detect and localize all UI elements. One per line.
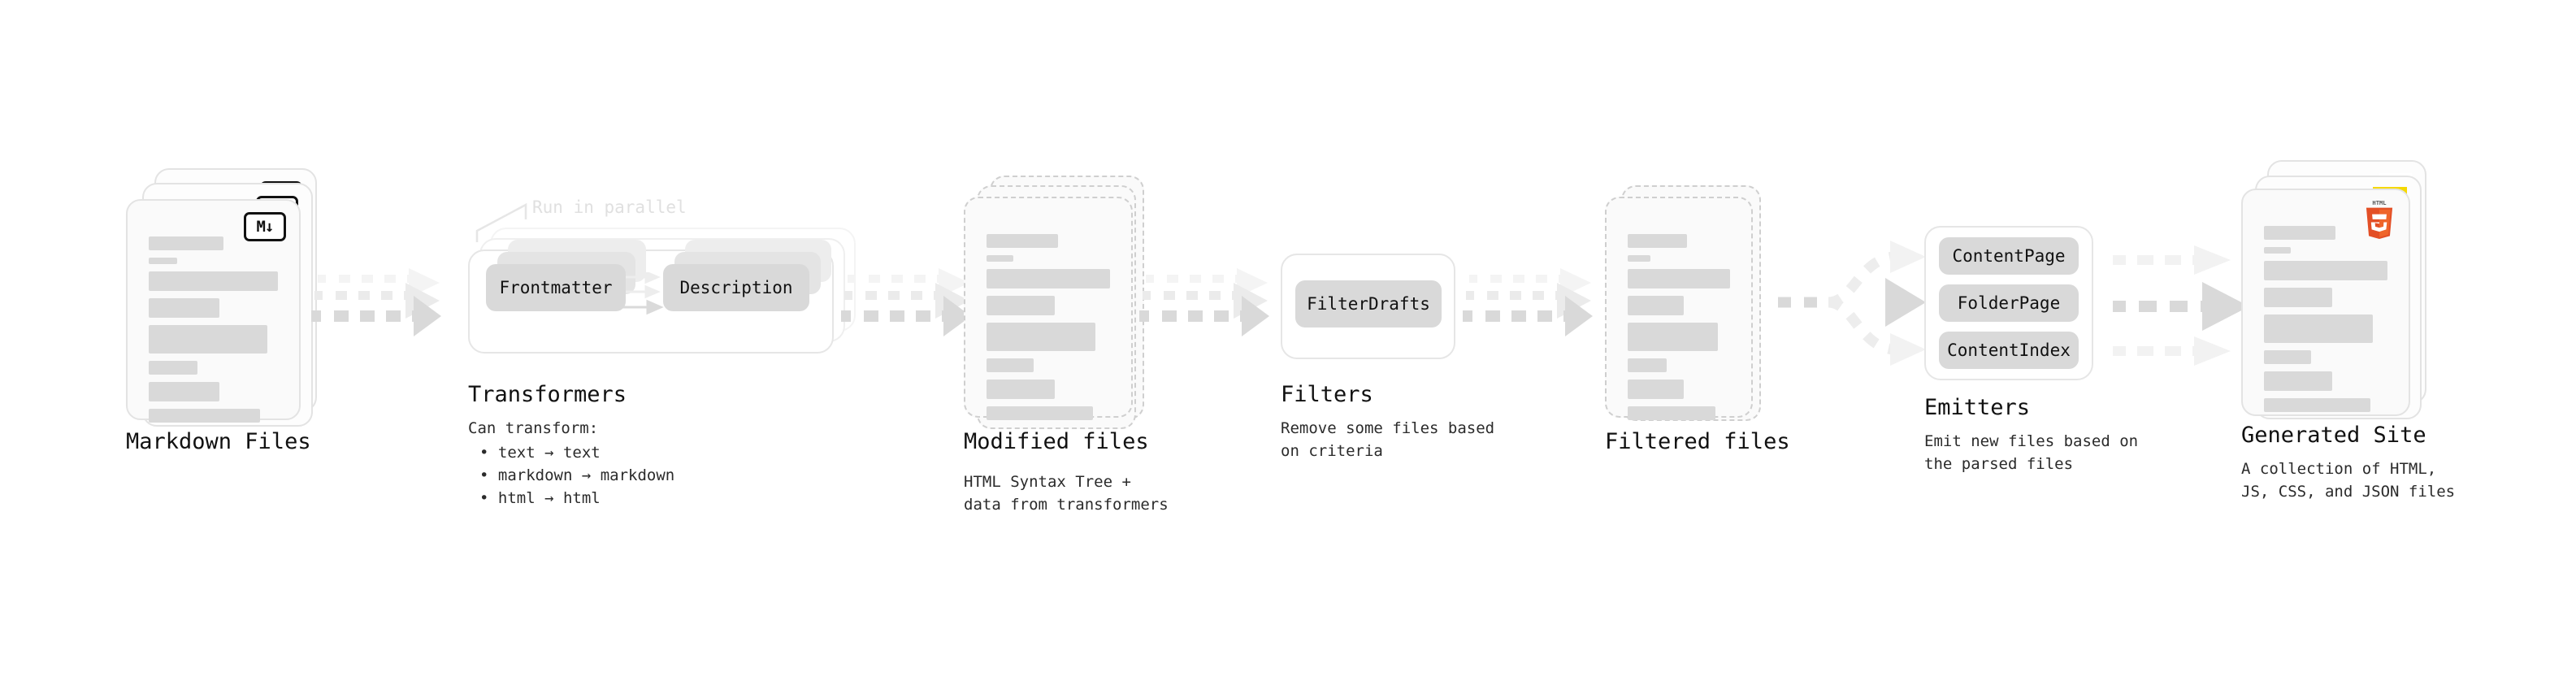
html5-icon: HTML <box>2366 199 2393 239</box>
transformer-node-label: Frontmatter <box>499 278 613 297</box>
emitter-node-label: ContentIndex <box>1947 340 2071 360</box>
transformer-node-description[interactable]: Description <box>663 264 809 311</box>
modified-files-title: Modified files <box>964 429 1149 454</box>
modified-files-caption-line1: HTML Syntax Tree + <box>964 473 1131 491</box>
filtered-file-card-front <box>1605 197 1753 420</box>
svg-text:HTML: HTML <box>2372 199 2386 206</box>
connector-filtered-to-emitters <box>1778 241 1926 366</box>
modified-file-card-front <box>964 197 1133 420</box>
generated-file-card-front: HTML <box>2241 189 2410 416</box>
emitters-caption-line1: Emit new files based on <box>1924 432 2139 450</box>
filter-node-label: FilterDrafts <box>1307 294 1430 314</box>
modified-files-caption-line2: data from transformers <box>964 496 1169 514</box>
connector-modified-to-filters <box>1139 268 1269 336</box>
parallel-bracket-icon <box>475 202 527 242</box>
file-content-lines <box>1628 234 1730 420</box>
connector-markdown-to-transformers <box>311 268 441 336</box>
emitter-node-folderpage[interactable]: FolderPage <box>1939 284 2079 322</box>
transformers-caption-item: • markdown → markdown <box>479 466 675 484</box>
emitters-caption-line2: the parsed files <box>1924 455 2074 473</box>
connector-filters-to-filtered <box>1463 268 1593 336</box>
filtered-files-title: Filtered files <box>1605 429 1790 454</box>
transformers-caption-head: Can transform: <box>468 419 599 437</box>
run-in-parallel-label: Run in parallel <box>532 197 687 217</box>
file-content-lines <box>2264 226 2387 412</box>
connector-emitters-to-generated <box>2113 245 2249 366</box>
filters-caption-line1: Remove some files based <box>1281 419 1495 437</box>
generated-site-caption-line2: JS, CSS, and JSON files <box>2241 483 2456 501</box>
transformers-title: Transformers <box>468 382 627 407</box>
file-content-lines <box>987 234 1110 420</box>
emitter-node-contentpage[interactable]: ContentPage <box>1939 237 2079 275</box>
filters-caption-line2: on criteria <box>1281 442 1383 460</box>
markdown-files-title: Markdown Files <box>126 429 311 454</box>
generated-site-title: Generated Site <box>2241 423 2426 448</box>
connector-transformers-to-modified <box>841 268 971 336</box>
markdown-file-card-front: M↓ <box>126 199 301 423</box>
emitter-node-contentindex[interactable]: ContentIndex <box>1939 332 2079 369</box>
transformers-caption-item: • html → html <box>479 489 601 507</box>
transformer-node-frontmatter[interactable]: Frontmatter <box>486 264 626 311</box>
transformers-caption-item: • text → text <box>479 444 601 462</box>
generated-site-caption-line1: A collection of HTML, <box>2241 460 2437 478</box>
markdown-icon: M↓ <box>244 212 286 241</box>
filter-node-filterdrafts[interactable]: FilterDrafts <box>1295 280 1442 327</box>
emitter-node-label: FolderPage <box>1957 293 2061 313</box>
transformer-node-label: Description <box>679 278 793 297</box>
emitters-title: Emitters <box>1924 395 2031 420</box>
file-content-lines <box>149 236 278 423</box>
filters-title: Filters <box>1281 382 1373 407</box>
emitter-node-label: ContentPage <box>1952 246 2066 266</box>
